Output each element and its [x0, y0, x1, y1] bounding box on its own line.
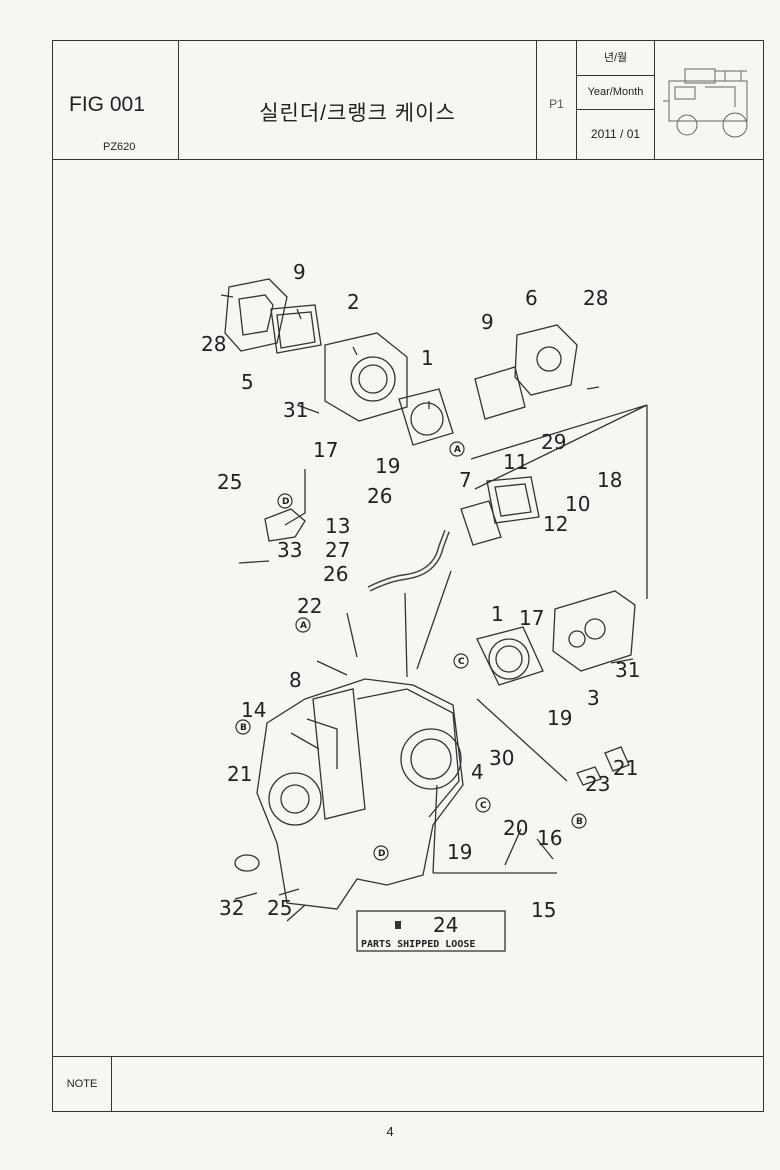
part-callout-21: 21 [227, 762, 252, 786]
part-callout-15: 15 [531, 898, 556, 922]
part-callout-4: 4 [471, 760, 484, 784]
date-label-english: Year/Month [577, 75, 654, 110]
ref-circle-c [475, 797, 491, 813]
part-callout-9: 9 [481, 310, 494, 334]
ref-letter-b: B [240, 723, 247, 733]
part-callout-2: 2 [347, 290, 360, 314]
part-callout-9: 9 [293, 260, 306, 284]
page-number: 4 [386, 1124, 394, 1139]
part-callout-6: 6 [525, 286, 538, 310]
part-callout-30: 30 [489, 746, 514, 770]
part-callout-10: 10 [565, 492, 590, 516]
part-callout-12: 12 [543, 512, 568, 536]
part-callout-17: 17 [519, 606, 544, 630]
part-callout-3: 3 [587, 686, 600, 710]
part-callout-19: 19 [547, 706, 572, 730]
part-callout-16: 16 [537, 826, 562, 850]
part-callout-11: 11 [503, 450, 528, 474]
part-callout-22: 22 [297, 594, 322, 618]
part-callout-5: 5 [241, 370, 254, 394]
ref-circle-d [277, 493, 293, 509]
machine-thumbnail [655, 41, 765, 159]
part-callout-8: 8 [289, 668, 302, 692]
loose-part-text: PARTS SHIPPED LOOSE [361, 939, 475, 950]
model-code: PZ620 [103, 141, 136, 153]
ref-circle-b [235, 719, 251, 735]
ref-letter-d: D [378, 849, 385, 859]
page-code-cell: P1 [537, 41, 577, 159]
date-label-korean: 년/월 [577, 41, 654, 76]
date-cell: 년/월 Year/Month 2011 / 01 [577, 41, 655, 159]
part-callout-27: 27 [325, 538, 350, 562]
ref-letter-a: A [300, 621, 307, 631]
parts-sheet: FIG 001 PZ620 실린더/크랭크 케이스 P1 년/월 Year/Mo… [52, 40, 764, 1112]
loose-part-number: 24 [433, 913, 458, 937]
part-callout-29: 29 [541, 430, 566, 454]
page-title: 실린더/크랭크 케이스 [259, 102, 456, 125]
part-callout-28: 28 [583, 286, 608, 310]
part-callout-25: 25 [267, 896, 292, 920]
ref-letter-c: C [480, 801, 487, 811]
parts-shipped-loose-box: 24 PARTS SHIPPED LOOSE [356, 910, 506, 952]
title-cell: 실린더/크랭크 케이스 [179, 41, 537, 159]
ref-circle-a [449, 441, 465, 457]
part-callout-19: 19 [447, 840, 472, 864]
part-callout-25: 25 [217, 470, 242, 494]
ref-circle-c [453, 653, 469, 669]
ref-letter-d: D [282, 497, 289, 507]
part-callout-14: 14 [241, 698, 266, 722]
part-callout-21: 21 [613, 756, 638, 780]
fig-label: FIG 001 [69, 93, 145, 116]
part-callout-1: 1 [421, 346, 434, 370]
part-callout-18: 18 [597, 468, 622, 492]
part-callout-31: 31 [283, 398, 308, 422]
part-callout-31: 31 [615, 658, 640, 682]
part-callout-32: 32 [219, 896, 244, 920]
header: FIG 001 PZ620 실린더/크랭크 케이스 P1 년/월 Year/Mo… [53, 41, 763, 160]
ref-letter-b: B [576, 817, 583, 827]
machine-sketch-icon [663, 68, 748, 138]
date-value: 2011 / 01 [590, 127, 641, 141]
fig-cell: FIG 001 PZ620 [53, 41, 179, 159]
ref-circle-b [571, 813, 587, 829]
part-callout-23: 23 [585, 772, 610, 796]
ref-letter-c: C [458, 657, 465, 667]
part-callout-7: 7 [459, 468, 472, 492]
reference-markers: A A B B C C D D [235, 441, 587, 861]
note-label: NOTE [53, 1057, 112, 1111]
part-callout-1: 1 [491, 602, 504, 626]
ref-circle-a [295, 617, 311, 633]
ref-circle-d [373, 845, 389, 861]
part-callout-28: 28 [201, 332, 226, 356]
page-code: P1 [549, 97, 564, 111]
note-row: NOTE [53, 1056, 763, 1111]
part-callout-13: 13 [325, 514, 350, 538]
part-callout-26: 26 [367, 484, 392, 508]
part-callout-19: 19 [375, 454, 400, 478]
part-callout-20: 20 [503, 816, 528, 840]
part-callout-33: 33 [277, 538, 302, 562]
part-callout-26: 26 [323, 562, 348, 586]
part-callout-17: 17 [313, 438, 338, 462]
ref-letter-a: A [454, 445, 461, 455]
